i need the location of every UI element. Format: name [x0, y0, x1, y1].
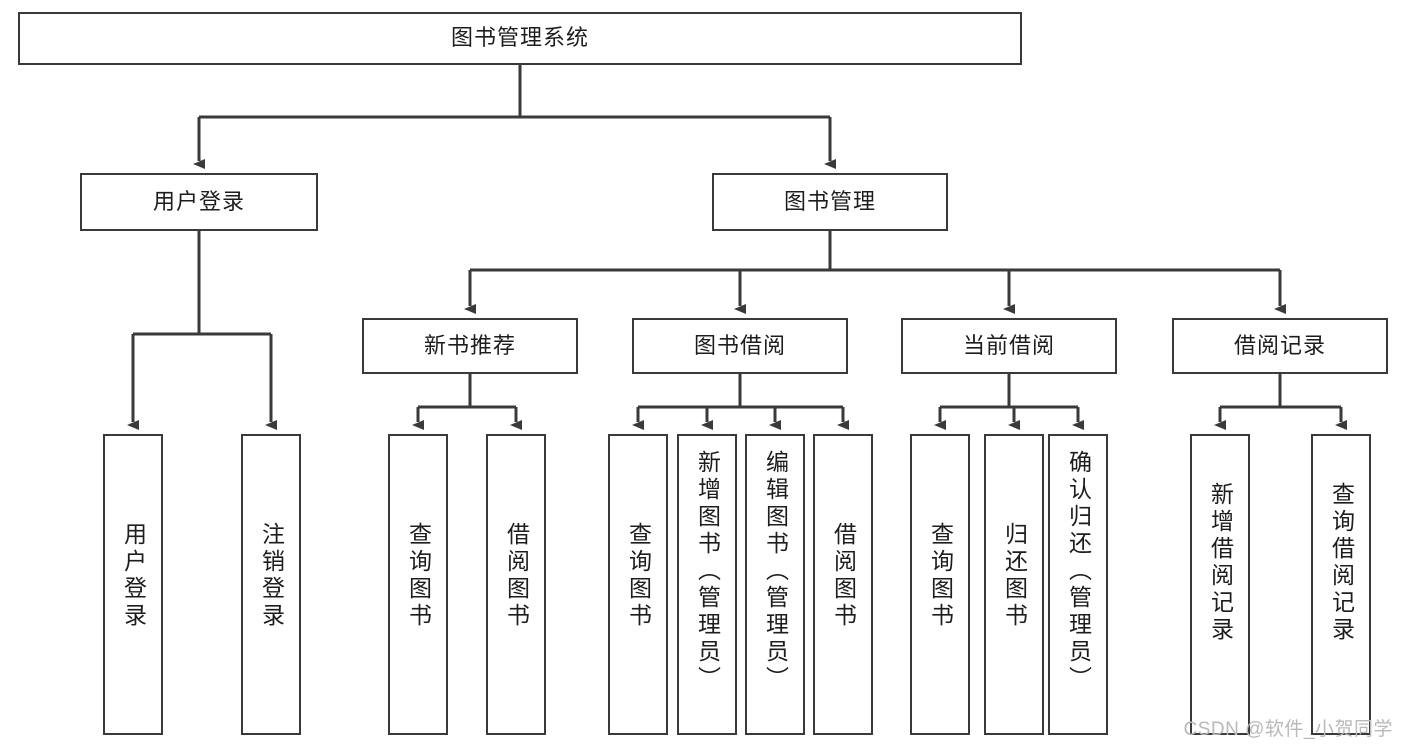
- node-current-borrow-label: 当前借阅: [962, 332, 1055, 358]
- leaf-borrow-book-label: 借阅图书: [830, 522, 857, 630]
- leaf-add-borrow-record[interactable]: 新增借阅记录: [1190, 434, 1250, 735]
- csdn-watermark: CSDN @软件_小贺同学: [1183, 719, 1393, 740]
- node-root-label: 图书管理系统: [450, 25, 589, 51]
- leaf-user-login-label: 用户登录: [120, 522, 147, 630]
- node-new-book-recommend-label: 新书推荐: [423, 332, 516, 358]
- leaf-query-borrow-record[interactable]: 查询借阅记录: [1311, 434, 1371, 735]
- leaf-borrow-book[interactable]: 借阅图书: [813, 434, 873, 735]
- leaf-return-book-label: 归还图书: [1001, 522, 1028, 630]
- leaf-query-book-recommend[interactable]: 查询图书: [388, 434, 448, 735]
- leaf-edit-book-admin-label: 编辑图书（管理员）: [762, 450, 789, 693]
- leaf-borrow-book-recommend[interactable]: 借阅图书: [486, 434, 546, 735]
- leaf-user-logout-label: 注销登录: [258, 522, 285, 630]
- node-borrow-record[interactable]: 借阅记录: [1172, 318, 1388, 374]
- leaf-confirm-return-admin[interactable]: 确认归还（管理员）: [1048, 434, 1108, 735]
- node-book-borrow[interactable]: 图书借阅: [632, 318, 848, 374]
- node-current-borrow[interactable]: 当前借阅: [901, 318, 1117, 374]
- leaf-user-login[interactable]: 用户登录: [103, 434, 163, 735]
- node-root[interactable]: 图书管理系统: [18, 12, 1022, 65]
- leaf-confirm-return-admin-label: 确认归还（管理员）: [1065, 450, 1092, 693]
- leaf-edit-book-admin[interactable]: 编辑图书（管理员）: [745, 434, 805, 735]
- node-user-login[interactable]: 用户登录: [80, 173, 318, 231]
- leaf-query-book-current[interactable]: 查询图书: [910, 434, 970, 735]
- leaf-query-book[interactable]: 查询图书: [608, 434, 668, 735]
- leaf-borrow-book-recommend-label: 借阅图书: [503, 522, 530, 630]
- node-book-management[interactable]: 图书管理: [712, 173, 948, 231]
- leaf-return-book[interactable]: 归还图书: [984, 434, 1044, 735]
- leaf-add-book-admin-label: 新增图书（管理员）: [694, 450, 721, 693]
- leaf-query-book-label: 查询图书: [625, 522, 652, 630]
- node-book-management-label: 图书管理: [783, 188, 876, 214]
- leaf-add-borrow-record-label: 新增借阅记录: [1207, 482, 1234, 644]
- leaf-user-logout[interactable]: 注销登录: [241, 434, 301, 735]
- node-book-borrow-label: 图书借阅: [693, 332, 786, 358]
- leaf-add-book-admin[interactable]: 新增图书（管理员）: [677, 434, 737, 735]
- node-borrow-record-label: 借阅记录: [1233, 332, 1326, 358]
- node-new-book-recommend[interactable]: 新书推荐: [362, 318, 578, 374]
- node-user-login-label: 用户登录: [152, 188, 245, 214]
- leaf-query-book-recommend-label: 查询图书: [405, 522, 432, 630]
- leaf-query-borrow-record-label: 查询借阅记录: [1328, 482, 1355, 644]
- leaf-query-book-current-label: 查询图书: [927, 522, 954, 630]
